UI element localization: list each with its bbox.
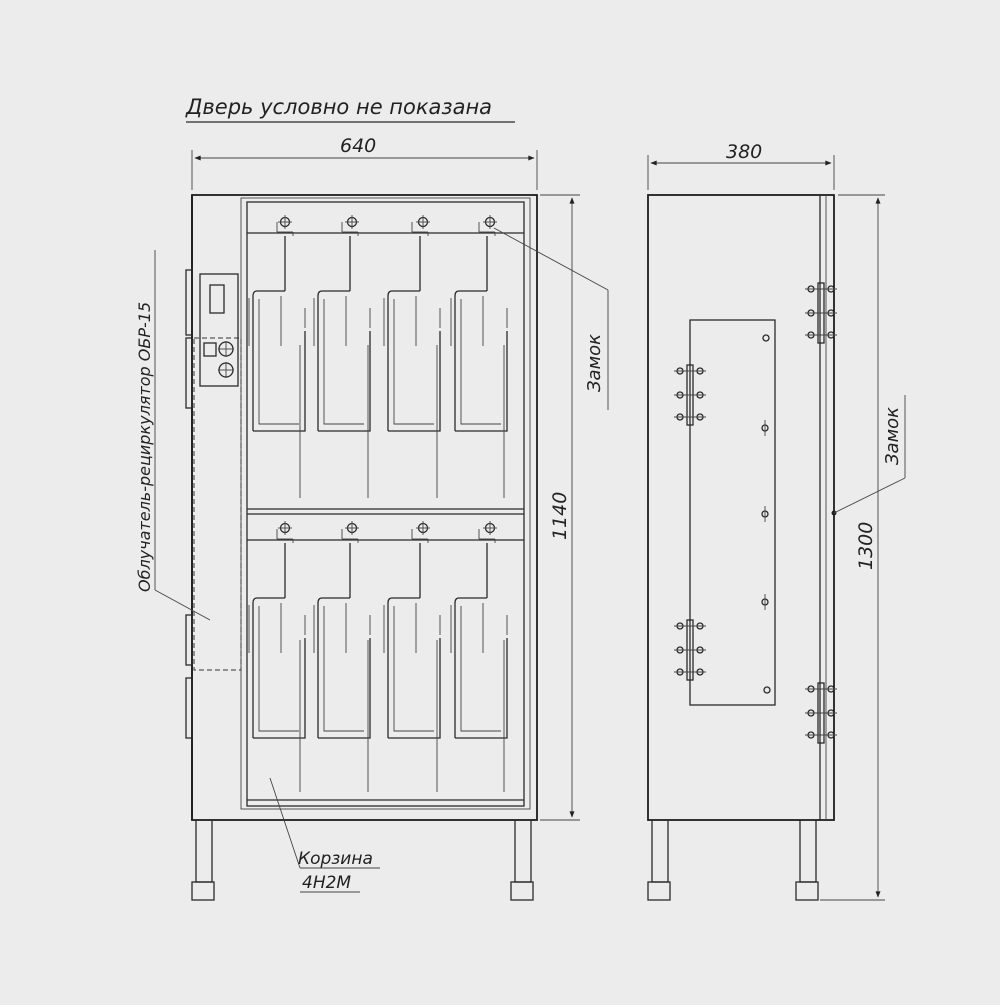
side-depth-dimension: 380 <box>647 141 835 190</box>
svg-text:Замок: Замок <box>882 407 903 465</box>
compartment-outline <box>246 201 525 807</box>
upper-tier <box>247 214 524 510</box>
door-hinge-icon <box>804 682 838 744</box>
side-body-outline <box>647 194 835 821</box>
upper-hanger-bolt-icon <box>277 214 293 230</box>
lower-hanger-bolt-icon <box>277 520 293 536</box>
lower-hanger-bolt-icon <box>344 520 360 536</box>
svg-text:4Н2М: 4Н2М <box>302 873 351 893</box>
svg-text:Дверь условно не показана: Дверь условно не показана <box>185 95 492 119</box>
basket <box>248 221 306 432</box>
basket <box>450 221 508 432</box>
svg-text:Замок: Замок <box>584 334 605 392</box>
side-height-dimension: 1300 <box>820 194 885 901</box>
basket <box>383 528 441 739</box>
front-legs <box>191 819 534 901</box>
irradiator-callout: Облучатель-рециркулятор ОБР-15 <box>135 250 211 621</box>
drawing-title: Дверь условно не показана <box>185 95 515 123</box>
upper-hanger-bolt-icon <box>482 214 498 230</box>
basket <box>313 221 371 432</box>
svg-text:Корзина: Корзина <box>298 849 373 869</box>
cabinet-body-outline <box>191 194 538 821</box>
basket-callout: Корзина 4Н2М <box>269 777 380 893</box>
irradiator-control-panel <box>199 273 239 387</box>
svg-text:1140: 1140 <box>549 492 571 540</box>
side-legs <box>647 819 819 901</box>
upper-hanger-bolt-icon <box>344 214 360 230</box>
svg-text:640: 640 <box>340 135 376 157</box>
svg-text:Облучатель-рециркулятор ОБР-15: Облучатель-рециркулятор ОБР-15 <box>135 302 154 592</box>
basket <box>248 528 306 739</box>
lower-tier <box>247 513 524 801</box>
side-panel-plate <box>689 319 776 706</box>
side-lock-callout: Замок <box>833 395 906 514</box>
lower-hanger-bolt-icon <box>482 520 498 536</box>
upper-hanger-bolt-icon <box>415 214 431 230</box>
irradiator-outline <box>193 337 242 671</box>
svg-text:380: 380 <box>726 141 762 163</box>
basket <box>313 528 371 739</box>
door-hinge-icon <box>804 282 838 344</box>
front-view: 640 1140 Замок Облучатель-рециркулятор О… <box>135 135 609 901</box>
front-width-dimension: 640 <box>191 135 538 190</box>
basket <box>450 528 508 739</box>
svg-text:1300: 1300 <box>855 522 877 570</box>
lower-hanger-bolt-icon <box>415 520 431 536</box>
basket <box>383 221 441 432</box>
side-view: 380 1300 Замок <box>647 141 906 901</box>
front-height-dimension: 1140 <box>540 194 580 821</box>
front-lock-callout: Замок <box>493 227 609 410</box>
